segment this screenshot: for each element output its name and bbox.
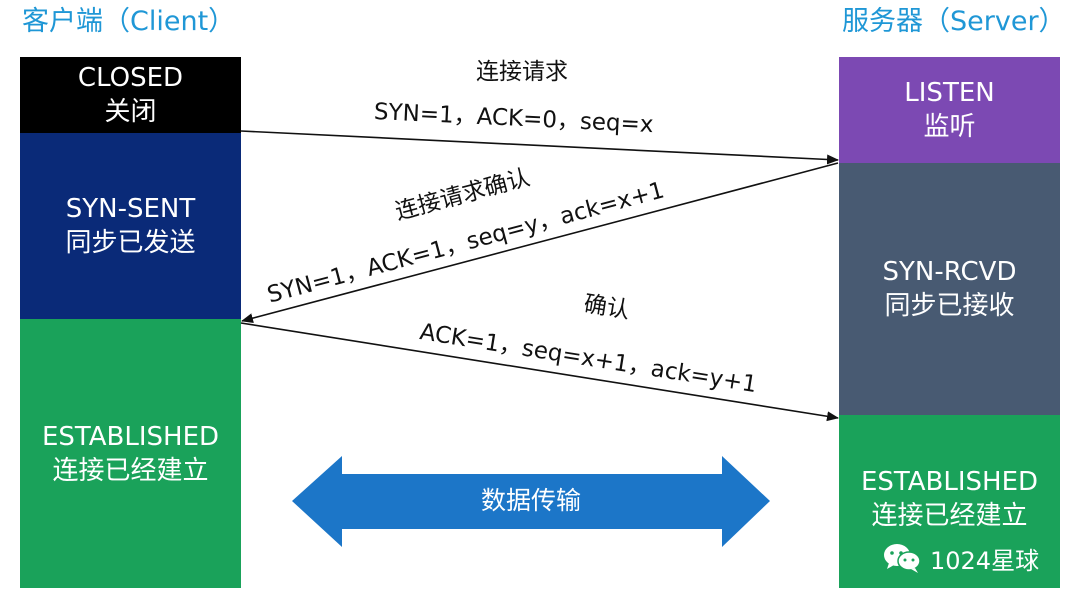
client-state-closed: CLOSED 关闭: [20, 57, 241, 133]
client-state-syn-sent: SYN-SENT 同步已发送: [20, 133, 241, 319]
watermark: 1024星球: [882, 542, 1039, 580]
server-state-established-en: ESTABLISHED: [860, 466, 1039, 497]
server-state-established: ESTABLISHED 连接已经建立: [839, 415, 1060, 588]
client-state-syn-sent-en: SYN-SENT: [65, 194, 196, 224]
server-state-listen-zh: 监听: [923, 112, 976, 142]
syn-ack-arrow: [241, 162, 839, 324]
syn-arrow: [240, 130, 839, 165]
client-state-established: ESTABLISHED 连接已经建立: [20, 319, 241, 588]
data-transfer-label: 数据传输: [480, 486, 581, 515]
client-state-closed-zh: 关闭: [104, 97, 157, 127]
server-state-syn-rcvd-en: SYN-RCVD: [882, 257, 1017, 287]
client-state-established-zh: 连接已经建立: [52, 455, 209, 486]
client-state-syn-sent-zh: 同步已发送: [65, 228, 196, 258]
server-state-syn-rcvd: SYN-RCVD 同步已接收: [839, 163, 1060, 415]
server-title: 服务器（Server）: [842, 6, 1066, 37]
server-state-listen-en: LISTEN: [904, 78, 995, 108]
watermark-text: 1024星球: [930, 547, 1040, 575]
data-transfer-arrow: [292, 456, 770, 547]
client-state-closed-en: CLOSED: [77, 63, 184, 93]
server-state-syn-rcvd-zh: 同步已接收: [884, 291, 1015, 321]
client-title: 客户端（Client）: [22, 6, 236, 37]
client-state-established-en: ESTABLISHED: [41, 421, 220, 452]
server-state-listen: LISTEN 监听: [839, 57, 1060, 163]
wechat-icon: [882, 542, 922, 580]
syn-title: 连接请求: [476, 59, 568, 85]
ack-arrow: [240, 322, 839, 422]
server-state-established-zh: 连接已经建立: [871, 500, 1028, 531]
